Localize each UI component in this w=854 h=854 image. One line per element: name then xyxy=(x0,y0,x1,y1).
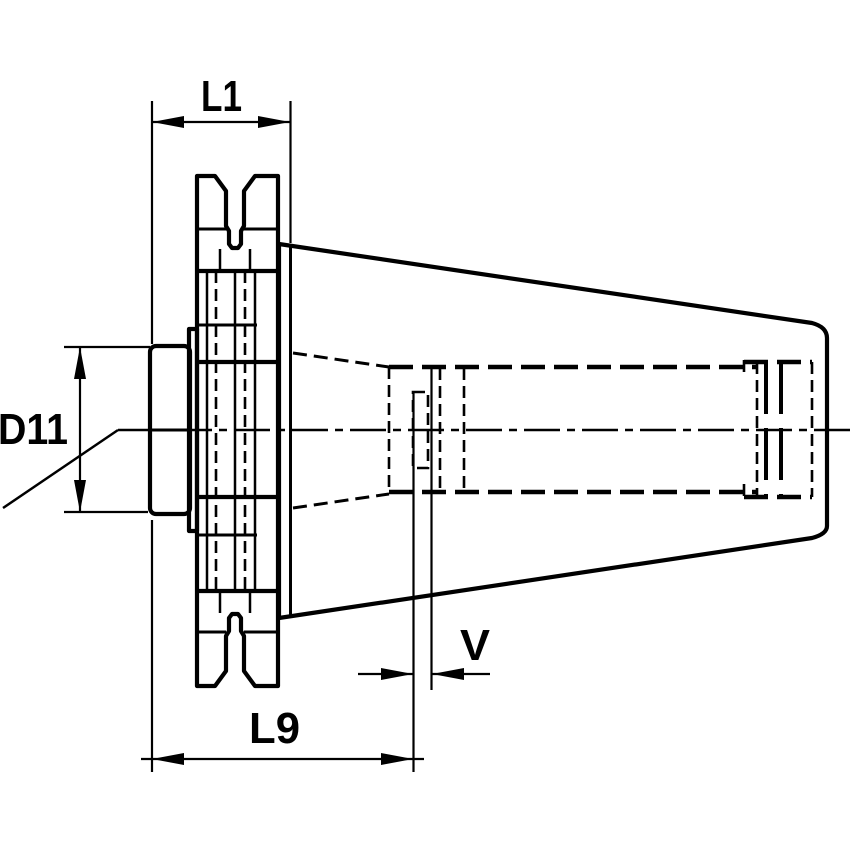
v-flange xyxy=(194,173,281,689)
axis-leader-line xyxy=(2,428,119,510)
dim-label-l1: L1 xyxy=(201,72,242,121)
taper-body xyxy=(276,241,830,621)
dimension-l9: L9 xyxy=(141,520,424,772)
dimension-v: V xyxy=(358,368,491,772)
dimension-l1: L1 xyxy=(150,72,292,344)
d11-arrow-bottom xyxy=(74,480,86,512)
d11-arrow-top xyxy=(74,347,86,379)
v-arrow-right xyxy=(432,668,464,680)
centerline-group xyxy=(2,428,854,510)
dim-label-l9: L9 xyxy=(249,704,300,753)
dim-label-v: V xyxy=(460,621,491,670)
dim-label-d11: D11 xyxy=(0,405,68,454)
v-arrow-left xyxy=(381,668,413,680)
l1-arrow-right xyxy=(258,116,290,128)
l9-arrow-right xyxy=(381,753,413,765)
dimension-d11: D11 xyxy=(0,345,150,514)
l1-arrow-left xyxy=(152,116,184,128)
l9-arrow-left xyxy=(152,753,184,765)
